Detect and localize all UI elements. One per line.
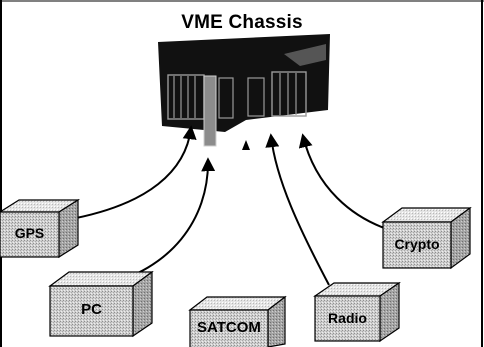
gps-label: GPS — [14, 225, 45, 241]
satcom-label: SATCOM — [197, 319, 261, 336]
radio-box — [313, 281, 401, 343]
gps-box — [0, 198, 81, 259]
radio-label: Radio — [328, 310, 367, 326]
chassis-slot-arrow — [242, 140, 250, 150]
arrow-crypto-to-chassis — [298, 133, 401, 234]
chassis-top-highlight — [284, 44, 326, 66]
pc-label: PC — [81, 301, 102, 318]
chassis-card-group-mid — [247, 77, 265, 117]
chassis-inserted-card — [203, 75, 217, 147]
crypto-label: Crypto — [394, 236, 440, 252]
pc-box — [48, 270, 154, 338]
arrow-pc-to-chassis — [102, 157, 216, 286]
arrow-radio-to-chassis — [265, 133, 330, 286]
crypto-box — [381, 206, 472, 270]
arrow-gps-to-chassis — [65, 125, 197, 221]
chassis-card-group-right — [271, 71, 307, 117]
diagram-title: VME Chassis — [181, 12, 303, 33]
chassis-body — [158, 34, 330, 132]
satcom-box — [188, 295, 287, 347]
vme-chassis — [158, 34, 330, 150]
